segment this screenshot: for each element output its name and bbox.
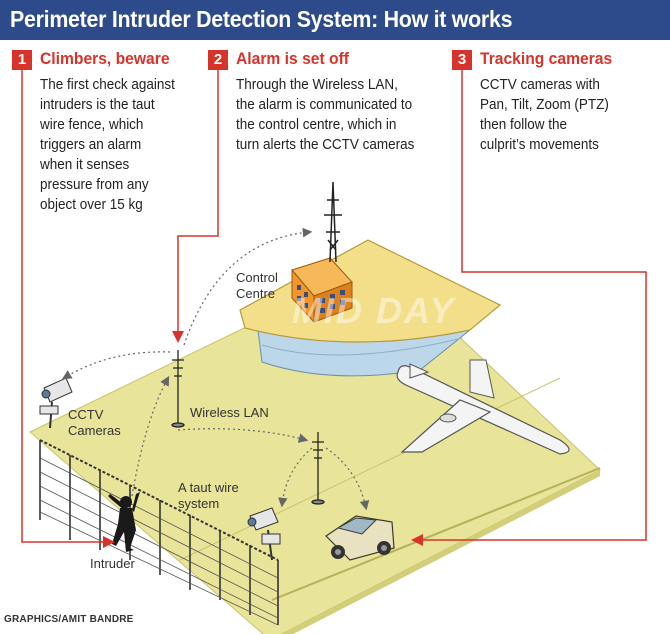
intruder-figure	[108, 492, 140, 552]
step-3-title: Tracking cameras	[480, 49, 613, 68]
label-cctv-cameras: CCTV Cameras	[68, 407, 121, 438]
watermark: MID DAY	[292, 290, 456, 331]
step-1-number: 1	[12, 50, 32, 70]
step-3-number: 3	[452, 50, 472, 70]
title-bar: Perimeter Intruder Detection System: How…	[0, 0, 670, 40]
taut-wire-fence	[39, 439, 279, 626]
step-2-body: Through the Wireless LAN, the alarm is c…	[236, 77, 415, 153]
signal-paths	[61, 227, 370, 511]
label-intruder: Intruder	[90, 556, 135, 571]
label-control-centre: Control Centre	[236, 270, 278, 301]
callout-lines	[21, 58, 647, 548]
step-1-body: The first check against intruders is the…	[40, 77, 175, 213]
step-3-body: CCTV cameras with Pan, Tilt, Zoom (PTZ) …	[480, 77, 609, 153]
antenna-mast	[324, 181, 342, 263]
patrol-jeep	[325, 515, 395, 561]
cctv-camera-left	[39, 377, 73, 429]
wireless-lan-mast-1	[171, 350, 185, 428]
step-1-title: Climbers, beware	[40, 49, 170, 68]
label-taut-wire: A taut wire system	[178, 480, 239, 511]
page-title: Perimeter Intruder Detection System: How…	[10, 6, 513, 32]
step-2-number: 2	[208, 50, 228, 70]
airplane	[396, 359, 570, 455]
label-wireless-lan: Wireless LAN	[190, 405, 269, 420]
cctv-camera-front	[247, 507, 281, 561]
step-2-title: Alarm is set off	[236, 49, 349, 68]
wireless-lan-mast-2	[311, 432, 325, 505]
control-centre-building	[239, 181, 502, 377]
graphics-credit: GRAPHICS/AMIT BANDRE	[4, 614, 134, 625]
